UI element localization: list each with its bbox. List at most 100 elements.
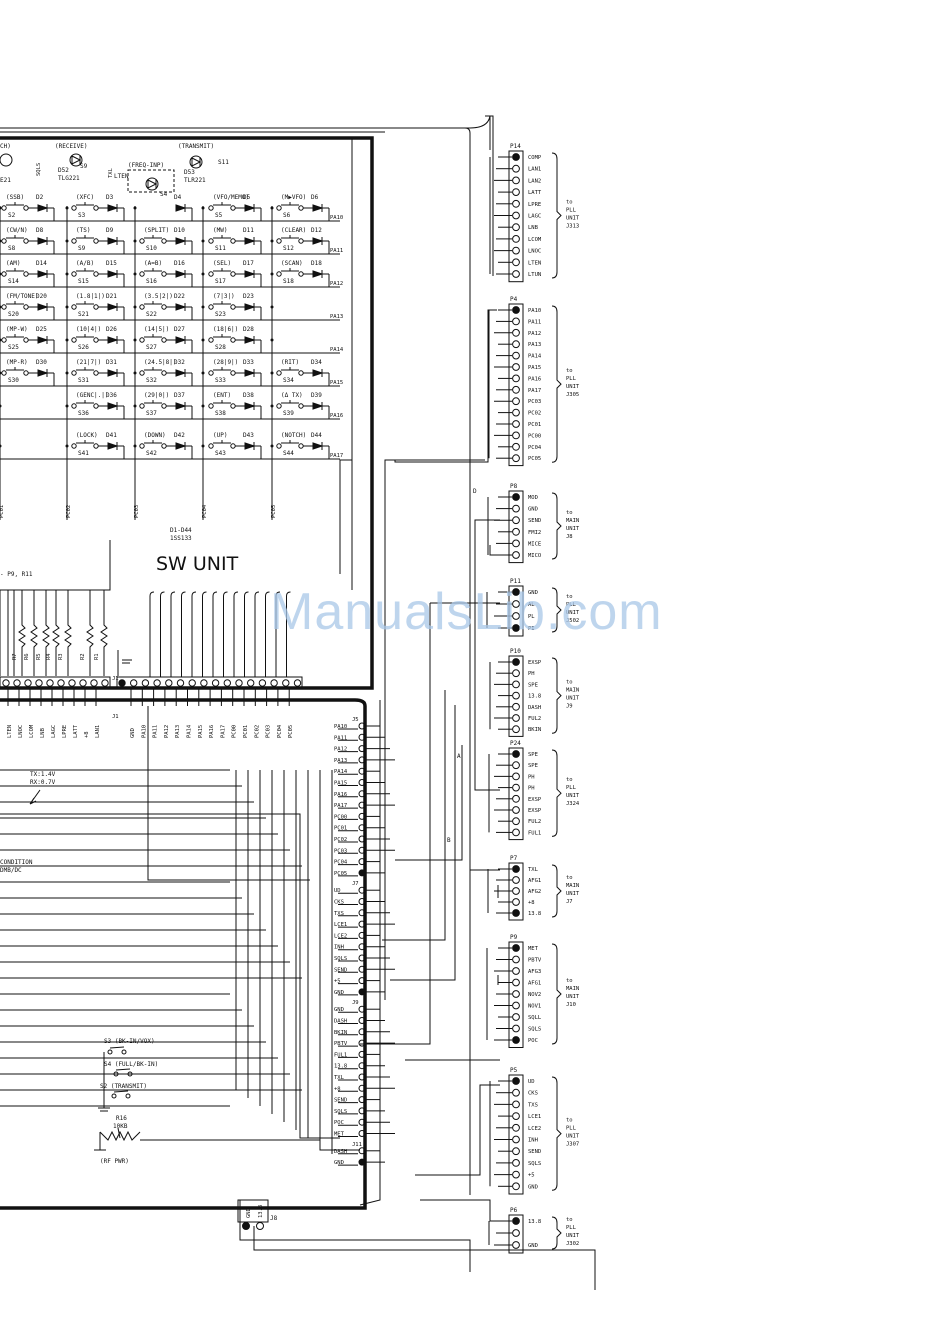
- diode-icon: [175, 336, 187, 344]
- mid-connector-pin: [358, 824, 366, 832]
- mid-connector-pin: [358, 869, 366, 877]
- connector-pin: [512, 493, 520, 501]
- diode-icon: [244, 442, 256, 450]
- tx-arrow-icon: [29, 789, 41, 805]
- key-label: (FM/TONE): [6, 293, 39, 300]
- j1-right-pin-label: PA11: [153, 725, 159, 738]
- diode-ref: D14: [36, 260, 47, 267]
- j1-left-body: [0, 676, 111, 690]
- j1-left-pin-label: +8: [84, 731, 90, 738]
- mid-connector-pin: [358, 1039, 366, 1047]
- connector-destination: J502: [566, 618, 579, 624]
- r16-label: R16: [116, 1115, 127, 1122]
- connector-pin: [512, 235, 520, 243]
- diode-icon: [244, 270, 256, 278]
- switch-contact: [71, 370, 77, 376]
- connector-pin: [512, 624, 520, 632]
- connector-pin-label: NOV1: [528, 1004, 541, 1010]
- s2-label: S2 (TRANSMIT): [100, 1083, 147, 1090]
- junction-dot: [0, 338, 2, 342]
- routing-wire: [489, 545, 500, 556]
- key-label: (18|6|): [213, 326, 238, 333]
- mid-connector-pin: [358, 846, 366, 854]
- connector-body: [508, 1214, 524, 1254]
- connector-brace: [551, 305, 562, 463]
- switch-actuator: [6, 202, 24, 206]
- routing-wire: [360, 603, 431, 1045]
- junction-d: D: [473, 488, 477, 495]
- connector-pin-label: PC05: [528, 456, 541, 462]
- j1-pin: [223, 679, 232, 687]
- connector-pin: [512, 978, 520, 987]
- switch-ref: S11: [215, 245, 226, 252]
- connector-brace: [551, 749, 562, 837]
- j1-pin: [13, 679, 21, 687]
- junction-dot: [133, 206, 137, 210]
- key-label: (XFC): [76, 194, 94, 201]
- switch-ref: S34: [283, 377, 294, 384]
- connector-pin-label: LNOC: [528, 249, 541, 255]
- diode-icon: [175, 402, 187, 410]
- connector-pin: [512, 898, 520, 906]
- connector-pin: [512, 691, 520, 700]
- row-bus-label: PA10: [330, 215, 343, 221]
- switch-contact: [1, 271, 7, 277]
- mid-connector-pin: [358, 835, 366, 843]
- connector-label: P7: [510, 855, 518, 862]
- junction-dot: [0, 444, 2, 448]
- switch-ref: S2: [8, 212, 16, 219]
- key-label: (ENT): [213, 392, 231, 399]
- switch-contact: [139, 337, 145, 343]
- switch-actuator: [76, 301, 94, 305]
- s4-label: S4: [160, 191, 168, 198]
- key-label: (SCAN): [281, 260, 303, 267]
- diode-ref: D36: [106, 392, 117, 399]
- switch-contact: [161, 337, 167, 343]
- resistor-icon: [30, 590, 38, 676]
- diode-icon: [312, 237, 324, 245]
- mid-connector-pin: [358, 909, 366, 917]
- switch-contact: [276, 205, 282, 211]
- switch-contact: [1, 370, 7, 376]
- diode-ref: D27: [174, 326, 185, 333]
- bus-riser: [181, 591, 186, 677]
- diode-ref: D22: [174, 293, 185, 300]
- connector-destination: to: [566, 978, 573, 984]
- resistor-icon: [18, 590, 26, 676]
- switch-contact: [23, 238, 29, 244]
- junction-dot: [270, 272, 274, 276]
- connector-pin-label: PC01: [528, 422, 541, 428]
- switch-contact: [1, 304, 7, 310]
- switch-actuator: [144, 400, 162, 404]
- mid-pin-label: MET: [334, 1132, 345, 1138]
- switch-actuator: [213, 235, 231, 239]
- diode-icon: [175, 237, 187, 245]
- junction-b: B: [447, 837, 451, 844]
- connector-brace: [551, 657, 562, 734]
- mid-pin-label: LCE2: [334, 933, 347, 939]
- right-connectors: P14COMPLAN1LAN2LATTLPRELAGCLNBLCOMLNOCLT…: [360, 143, 580, 1254]
- diode-note-2: 1SS133: [170, 535, 192, 542]
- tlr221-label: TLR221: [184, 177, 206, 184]
- connector-pin-label: DASH: [528, 705, 541, 711]
- mid-pin-label: TXS: [334, 911, 344, 917]
- connector-pin-label: LTUN: [528, 272, 541, 278]
- switch-ref: S9: [78, 245, 86, 252]
- junction-dot: [65, 272, 69, 276]
- key-label: (10|4|): [76, 326, 101, 333]
- connector-pin: [512, 1159, 520, 1167]
- connector-pin-label: LCOM: [528, 237, 542, 243]
- connector-pin: [512, 270, 520, 278]
- switch-actuator: [281, 400, 299, 404]
- diode-ref: D33: [243, 359, 254, 366]
- switch-ref: S42: [146, 450, 157, 457]
- connector-label: P10: [510, 648, 521, 655]
- connector-label: P14: [510, 143, 521, 150]
- mid-connector-pin: [358, 779, 366, 786]
- resistor-ref: R1: [94, 653, 100, 660]
- connector-pin: [512, 1123, 520, 1132]
- switch-contact: [230, 304, 236, 310]
- connector-pin: [512, 164, 520, 173]
- j1-pin: [24, 679, 32, 687]
